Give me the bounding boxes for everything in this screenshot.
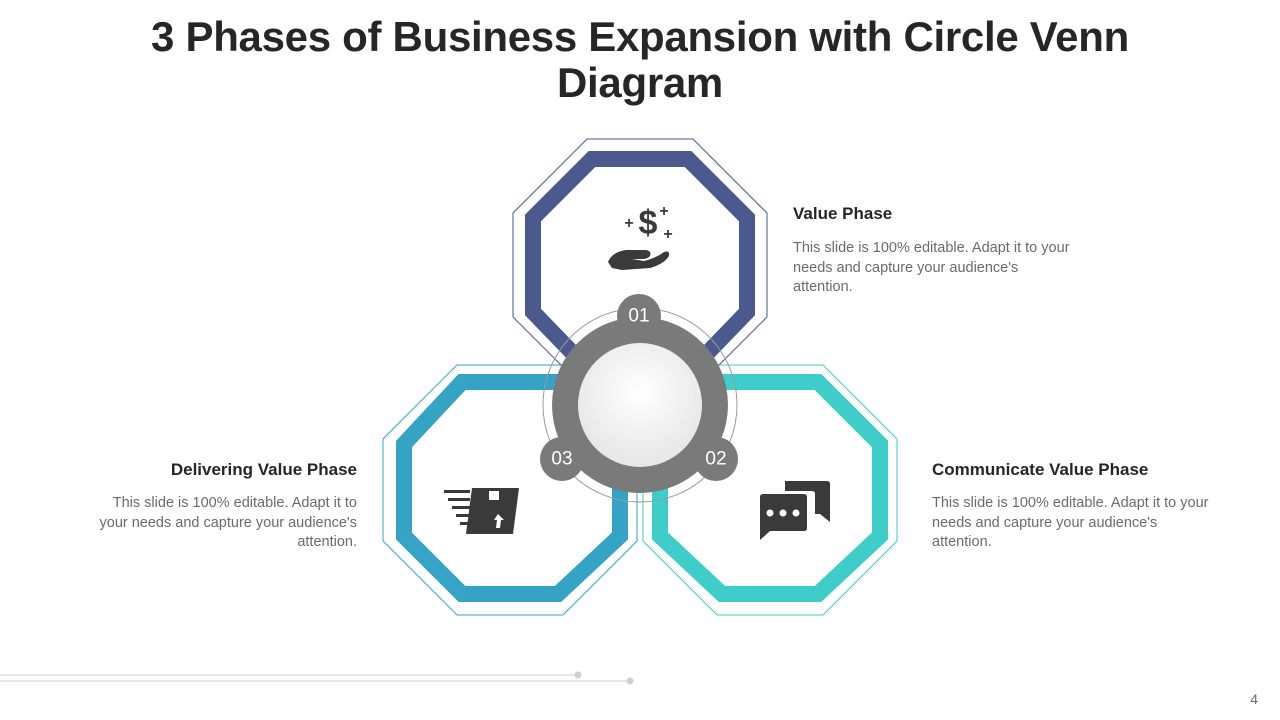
chat-bubbles-icon: [760, 481, 830, 540]
svg-text:+: +: [659, 203, 668, 220]
phase-desc-delivering: This slide is 100% editable. Adapt it to…: [99, 495, 358, 550]
svg-text:02: 02: [705, 449, 726, 470]
slide-title: 3 Phases of Business Expansion with Circ…: [151, 13, 1129, 106]
page-number: 4: [1250, 691, 1258, 707]
phase-desc-value: This slide is 100% editable. Adapt it to…: [793, 240, 1070, 295]
dollar-hand-icon: $ + + +: [608, 203, 673, 270]
phase-title-value: Value Phase: [793, 204, 893, 223]
fast-delivery-box-icon: [444, 488, 519, 534]
phase-desc-communicate: This slide is 100% editable. Adapt it to…: [932, 495, 1209, 550]
svg-text:03: 03: [551, 449, 572, 470]
badge-02: 02: [694, 437, 738, 481]
svg-text:+: +: [624, 215, 633, 232]
svg-text:$: $: [639, 204, 658, 242]
phase-title-delivering: Delivering Value Phase: [170, 460, 357, 479]
phase-title-communicate: Communicate Value Phase: [932, 460, 1149, 479]
center-hub: [542, 307, 738, 503]
svg-text:+: +: [663, 226, 672, 243]
badge-01: 01: [617, 294, 661, 338]
badge-03: 03: [540, 437, 584, 481]
svg-text:01: 01: [628, 306, 649, 327]
footer-decoration: [0, 671, 634, 685]
